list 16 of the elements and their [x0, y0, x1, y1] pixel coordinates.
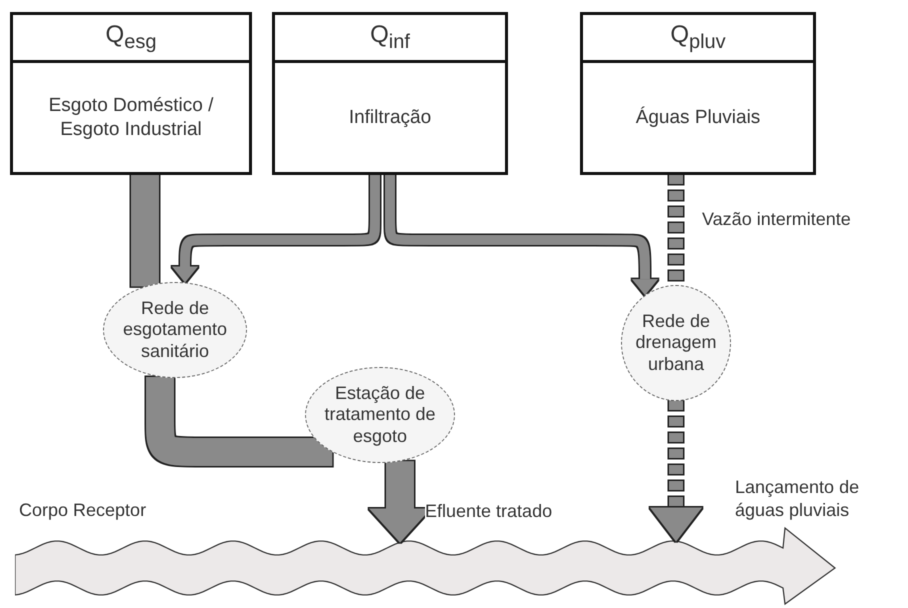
water-body-label: Corpo Receptor — [19, 500, 146, 521]
network-ellipse: Rede de esgotamento sanitário — [103, 282, 247, 378]
flow-symbol: Q$_{esg}$ — [106, 21, 156, 54]
source-box — [10, 12, 252, 175]
striped-pipe-arrow — [650, 401, 702, 542]
source-box — [272, 12, 508, 175]
source-label: Esgoto Doméstico / Esgoto Industrial — [48, 94, 214, 142]
pipe-arrow — [172, 175, 380, 282]
flow-symbol: Q$_{pluv}$ — [670, 21, 726, 54]
source-label: Águas Pluviais — [636, 106, 760, 130]
pipe-arrow — [385, 175, 658, 296]
flow-symbol: Q$_{inf}$ — [370, 21, 410, 54]
network-ellipse: Rede de drenagem urbana — [621, 285, 731, 401]
network-ellipse: Estação de tratamento de esgoto — [305, 367, 455, 463]
source-label: Infiltração — [348, 106, 432, 130]
source-box — [580, 12, 816, 175]
